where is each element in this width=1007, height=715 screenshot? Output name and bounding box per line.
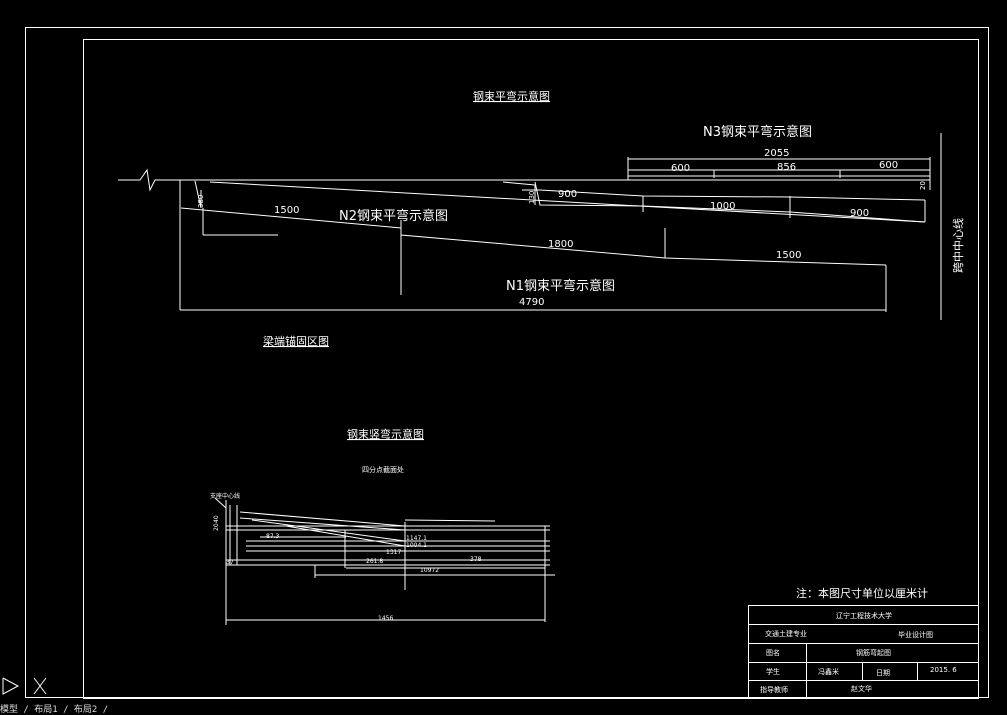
- plan-view: [118, 133, 942, 320]
- ucs-icon: [2, 677, 47, 695]
- span-center-label: 跨中中心线: [951, 218, 965, 273]
- outer-frame: [25, 27, 989, 698]
- layout-tabs-status[interactable]: 模型 / 布局1 / 布局2 /: [0, 705, 109, 715]
- dim-1500a: 1500: [274, 205, 299, 216]
- vdim-2618: 261.8: [366, 558, 383, 565]
- vdim-20: 20: [213, 523, 220, 531]
- anchor-zone-title: 梁端锚固区图: [263, 334, 329, 348]
- vdim-87: 87.3: [266, 533, 280, 540]
- title-block: [748, 605, 979, 699]
- dim-600b: 600: [879, 160, 898, 171]
- dim-856: 856: [777, 162, 796, 173]
- dim-2055: 2055: [764, 148, 789, 159]
- dim-130: 130: [528, 191, 536, 204]
- tb-drawing-name: 钢筋弯起图: [856, 648, 891, 657]
- vdim-10972: 10972: [420, 567, 439, 574]
- tb-date: 2015. 6: [930, 666, 957, 674]
- vertical-view: [214, 497, 555, 625]
- tb-student: 冯鑫米: [818, 667, 839, 676]
- vdim-1456: 1456: [378, 615, 393, 622]
- dim-1500b: 1500: [776, 250, 801, 261]
- tb-major: 交通土建专业: [765, 629, 807, 638]
- tb-university: 辽宁工程技术大学: [836, 611, 892, 620]
- support-center-label: 支座中心线: [210, 492, 240, 500]
- unit-note: 注：本图尺寸单位以厘米计: [796, 586, 928, 600]
- dim-1000: 1000: [710, 201, 735, 212]
- n2-title: N2钢束平弯示意图: [339, 208, 448, 224]
- tb-date-label: 日期: [876, 669, 890, 677]
- dim-4790: 4790: [519, 297, 544, 308]
- dim-20: 20: [919, 181, 927, 190]
- vdim-37: 37: [226, 559, 234, 566]
- main-title: 钢束平弯示意图: [473, 89, 550, 103]
- dim-900b: 900: [850, 208, 869, 219]
- n1-title: N1钢束平弯示意图: [506, 278, 615, 294]
- quarter-section-label: 四分点截面处: [362, 465, 404, 474]
- vdim-1147: 1147.1: [406, 535, 427, 542]
- inner-frame: [83, 39, 979, 699]
- dim-600a: 600: [671, 163, 690, 174]
- tb-student-label: 学生: [766, 667, 780, 676]
- vdim-1004: 1004.1: [406, 542, 427, 549]
- tb-advisor-label: 指导教师: [760, 685, 788, 694]
- vdim-1317: 1317: [386, 549, 401, 556]
- dim-900a: 900: [558, 189, 577, 200]
- tb-design: 毕业设计图: [898, 630, 933, 639]
- tb-drawing-name-label: 图名: [766, 648, 780, 657]
- vertical-title: 钢束竖弯示意图: [347, 427, 424, 441]
- dim-1800: 1800: [548, 239, 573, 250]
- dim-380: 380: [197, 195, 205, 208]
- tb-advisor: 赵文华: [851, 684, 872, 693]
- vdim-378: 378: [470, 556, 482, 563]
- n3-title: N3钢束平弯示意图: [703, 124, 812, 140]
- vdim-40: 40: [213, 515, 220, 523]
